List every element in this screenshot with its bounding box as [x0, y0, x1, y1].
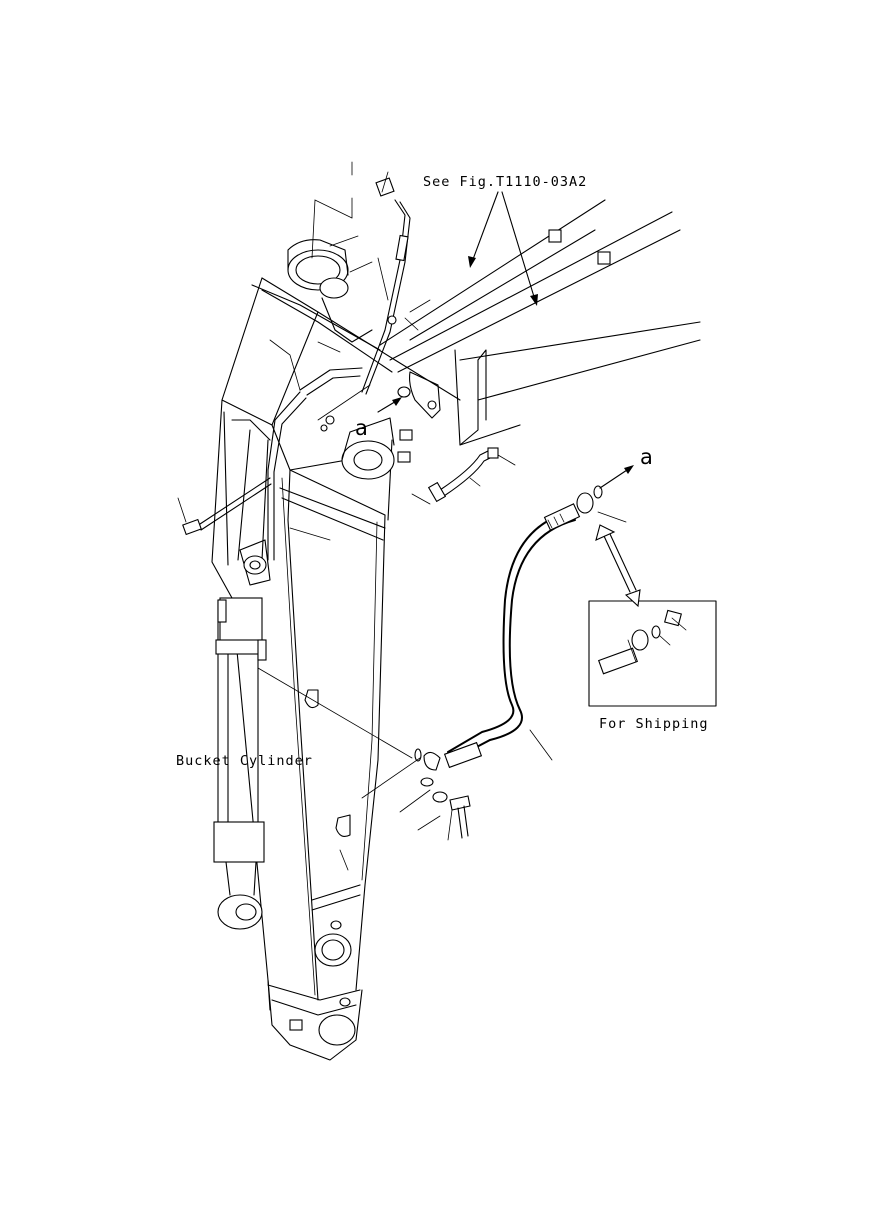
see-fig-label: See Fig.T1110-03A2	[423, 174, 587, 190]
leader-lines	[177, 161, 687, 841]
shipping-arrow	[595, 524, 641, 608]
shipping-detail-box	[588, 600, 717, 707]
ref-a-left: a	[355, 416, 368, 440]
arm-body	[211, 277, 461, 1061]
boom-bracket	[397, 371, 441, 463]
bucket-cylinder-label: Bucket Cylinder	[176, 753, 313, 769]
bucket-cylinder	[213, 539, 271, 930]
ref-arrow-left	[377, 397, 402, 413]
arm-details	[289, 689, 356, 1046]
ref-arrow-upper	[599, 465, 634, 489]
boom-body	[379, 199, 701, 446]
bolt-washer-set	[414, 748, 471, 839]
pin-boss-lower	[341, 417, 395, 480]
flexible-hose	[423, 485, 603, 771]
hose-to-bracket	[427, 447, 499, 503]
for-shipping-label: For Shipping	[599, 716, 709, 732]
see-fig-arrows	[468, 191, 538, 306]
grease-nipple-left	[182, 477, 272, 536]
ref-a-upper: a	[640, 445, 653, 469]
boom-foot-boss	[287, 239, 373, 343]
grease-lines	[267, 177, 411, 561]
